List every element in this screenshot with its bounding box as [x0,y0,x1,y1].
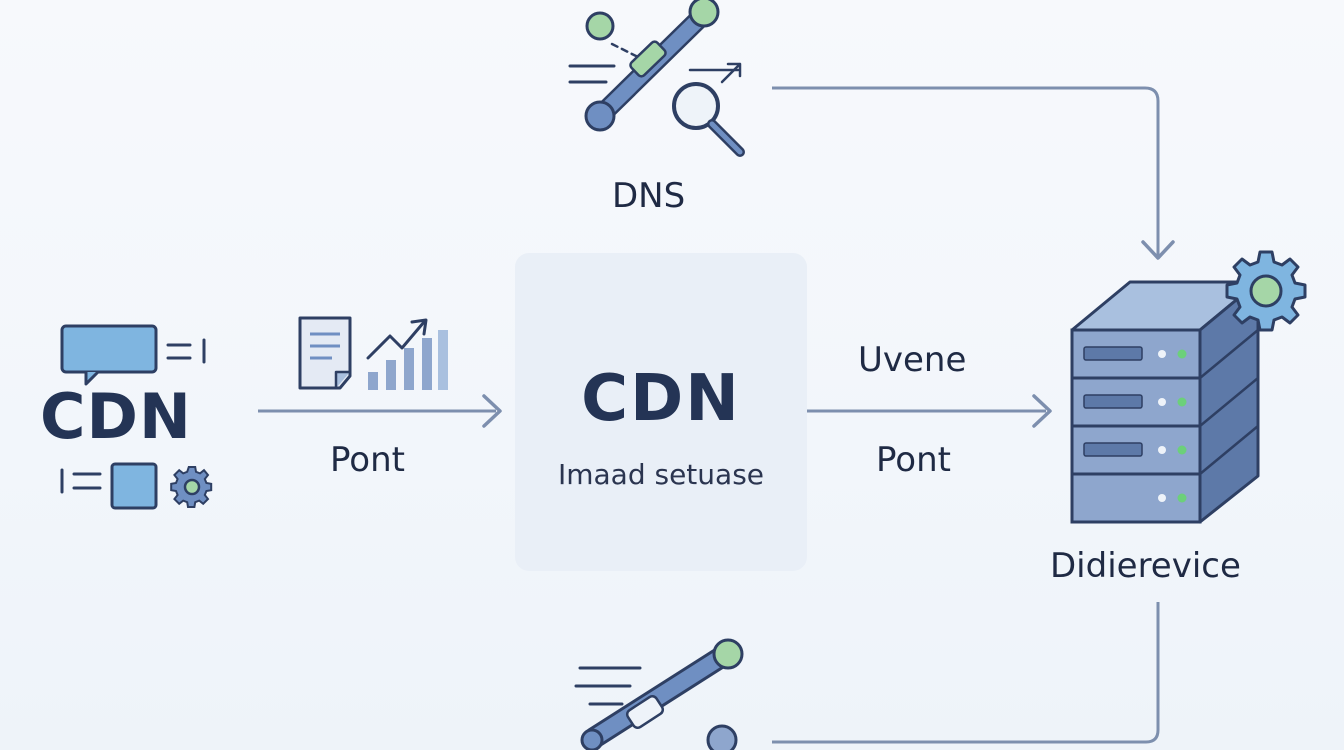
server-gear-icon [1225,250,1307,332]
chat-bubble-icon [60,324,206,386]
dns-label: DNS [612,176,686,216]
right-edge-bottom-label: Pont [876,440,951,480]
right-edge-top-label: Uvene [858,340,967,380]
left-edge-label: Pont [330,440,405,480]
center-cdn-title: CDN [581,362,741,436]
satellite-icon [574,638,744,750]
center-to-device-arrow [807,394,1052,428]
square-icon [60,462,158,510]
gear-icon [170,465,213,509]
left-cdn-title: CDN [40,380,192,453]
center-cdn-subtitle: Imaad setuase [557,458,765,491]
dns-to-device-connector [772,86,1175,260]
server-rack-icon [1070,280,1260,524]
device-to-bottom-connector [772,602,1160,744]
device-label: Didierevice [1050,546,1241,586]
bar-chart-icon [366,318,448,390]
satellite-search-icon [568,0,745,157]
left-to-center-arrow [258,394,502,428]
document-icon [298,316,352,390]
center-cdn-box [515,253,807,571]
